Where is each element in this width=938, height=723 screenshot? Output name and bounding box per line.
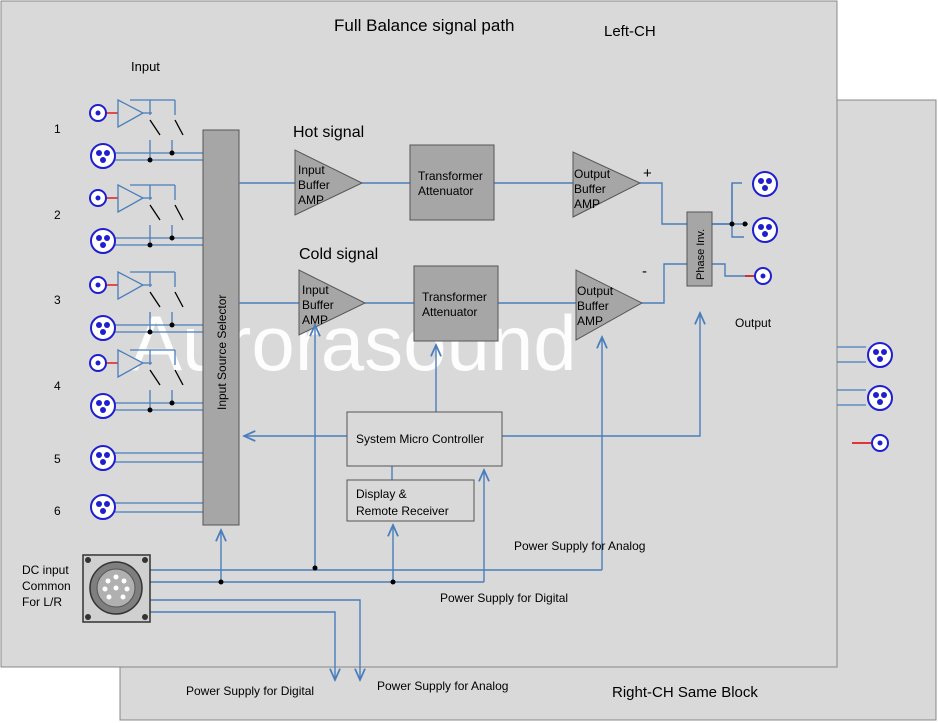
xlr-jack-icon bbox=[90, 393, 116, 419]
input-number-3: 3 bbox=[54, 293, 61, 307]
cold-input-buffer-line1: Input bbox=[302, 283, 329, 297]
right-channel-label: Right-CH Same Block bbox=[612, 684, 758, 701]
input-group-3 bbox=[106, 270, 203, 333]
input-group-5-6 bbox=[115, 452, 203, 513]
cold-output-buffer-line1: Output bbox=[577, 284, 614, 298]
input-group-2 bbox=[106, 183, 203, 246]
display-receiver-line2: Remote Receiver bbox=[356, 504, 449, 518]
input-number-2: 2 bbox=[54, 208, 61, 222]
left-channel-label: Left-CH bbox=[604, 23, 656, 40]
cold-transformer-line2: Attenuator bbox=[422, 305, 477, 319]
cold-signal-label: Cold signal bbox=[299, 246, 378, 263]
system-micro-controller-block bbox=[346, 411, 503, 467]
xlr-jack-icon bbox=[90, 445, 116, 471]
hot-input-buffer-amp bbox=[294, 149, 364, 216]
display-receiver-line1: Display & bbox=[356, 487, 407, 501]
diagram-title: Full Balance signal path bbox=[334, 16, 515, 35]
minus-sign: - bbox=[642, 263, 647, 280]
junction-dots bbox=[147, 150, 175, 413]
cold-input-buffer-line3: AMP bbox=[302, 313, 328, 327]
input-number-6: 6 bbox=[54, 504, 61, 518]
hot-output-buffer-line2: Buffer bbox=[574, 182, 606, 196]
hot-output-buffer-line1: Output bbox=[574, 167, 611, 181]
xlr-jack-icon bbox=[90, 228, 116, 254]
right-xlr-output-icon bbox=[867, 342, 893, 368]
phase-inverter-label: Phase Inv. bbox=[695, 229, 707, 280]
display-remote-receiver-block bbox=[346, 479, 475, 522]
cold-output-buffer-amp bbox=[575, 269, 644, 341]
hot-output-buffer-line3: AMP bbox=[574, 197, 600, 211]
dc-input-line3: For L/R bbox=[22, 595, 62, 609]
system-micro-controller-label: System Micro Controller bbox=[356, 432, 484, 446]
dc-input-connector-icon bbox=[82, 554, 151, 623]
xlr-jack-icon bbox=[90, 143, 116, 169]
dc-input-line1: DC input bbox=[22, 563, 69, 577]
input-number-4: 4 bbox=[54, 379, 61, 393]
right-xlr-output-icon bbox=[867, 385, 893, 411]
input-number-5: 5 bbox=[54, 452, 61, 466]
dc-input-line2: Common bbox=[22, 579, 71, 593]
rca-jack-icon bbox=[89, 189, 107, 207]
input-source-selector-block bbox=[202, 129, 240, 526]
output-label: Output bbox=[735, 316, 772, 330]
cold-input-buffer-amp bbox=[298, 269, 367, 336]
xlr-jack-icon bbox=[90, 494, 116, 520]
rca-output-icon bbox=[754, 267, 772, 285]
hot-transformer-line2: Attenuator bbox=[418, 184, 473, 198]
xlr-output-icon bbox=[752, 171, 778, 197]
cold-transformer-line1: Transformer bbox=[422, 290, 487, 304]
rca-jack-icon bbox=[89, 276, 107, 294]
hot-output-buffer-amp bbox=[572, 151, 642, 218]
input-source-selector-label: Input Source Selector bbox=[215, 295, 229, 410]
cold-input-buffer-line2: Buffer bbox=[302, 298, 334, 312]
cold-transformer-attenuator bbox=[413, 265, 499, 342]
rca-jack-icon bbox=[89, 354, 107, 372]
xlr-output-icon bbox=[752, 217, 778, 243]
plus-sign: + bbox=[643, 165, 652, 182]
input-label: Input bbox=[131, 59, 160, 74]
hot-signal-label: Hot signal bbox=[293, 124, 364, 141]
rca-jack-icon bbox=[89, 104, 107, 122]
signal-lines bbox=[239, 182, 754, 304]
xlr-jack-icon bbox=[90, 315, 116, 341]
hot-transformer-attenuator bbox=[409, 144, 495, 221]
input-group-1 bbox=[106, 98, 203, 161]
power-supply-analog-label: Power Supply for Analog bbox=[514, 539, 645, 553]
control-lines bbox=[150, 313, 700, 680]
hot-input-buffer-line2: Buffer bbox=[298, 178, 330, 192]
input-number-1: 1 bbox=[54, 122, 61, 136]
cold-output-buffer-line2: Buffer bbox=[577, 299, 609, 313]
watermark-text: Aurorasound bbox=[130, 299, 577, 387]
power-supply-digital-label: Power Supply for Digital bbox=[440, 591, 568, 605]
input-group-4 bbox=[106, 348, 203, 411]
phase-inverter-block bbox=[686, 211, 713, 287]
hot-transformer-line1: Transformer bbox=[418, 169, 483, 183]
right-rca-output-icon bbox=[871, 434, 889, 452]
cold-output-buffer-line3: AMP bbox=[577, 314, 603, 328]
right-power-supply-analog-label: Power Supply for Analog bbox=[377, 679, 508, 693]
hot-input-buffer-line1: Input bbox=[298, 163, 325, 177]
right-output-wiring bbox=[837, 346, 866, 406]
hot-input-buffer-line3: AMP bbox=[298, 193, 324, 207]
right-power-supply-digital-label: Power Supply for Digital bbox=[186, 684, 314, 698]
